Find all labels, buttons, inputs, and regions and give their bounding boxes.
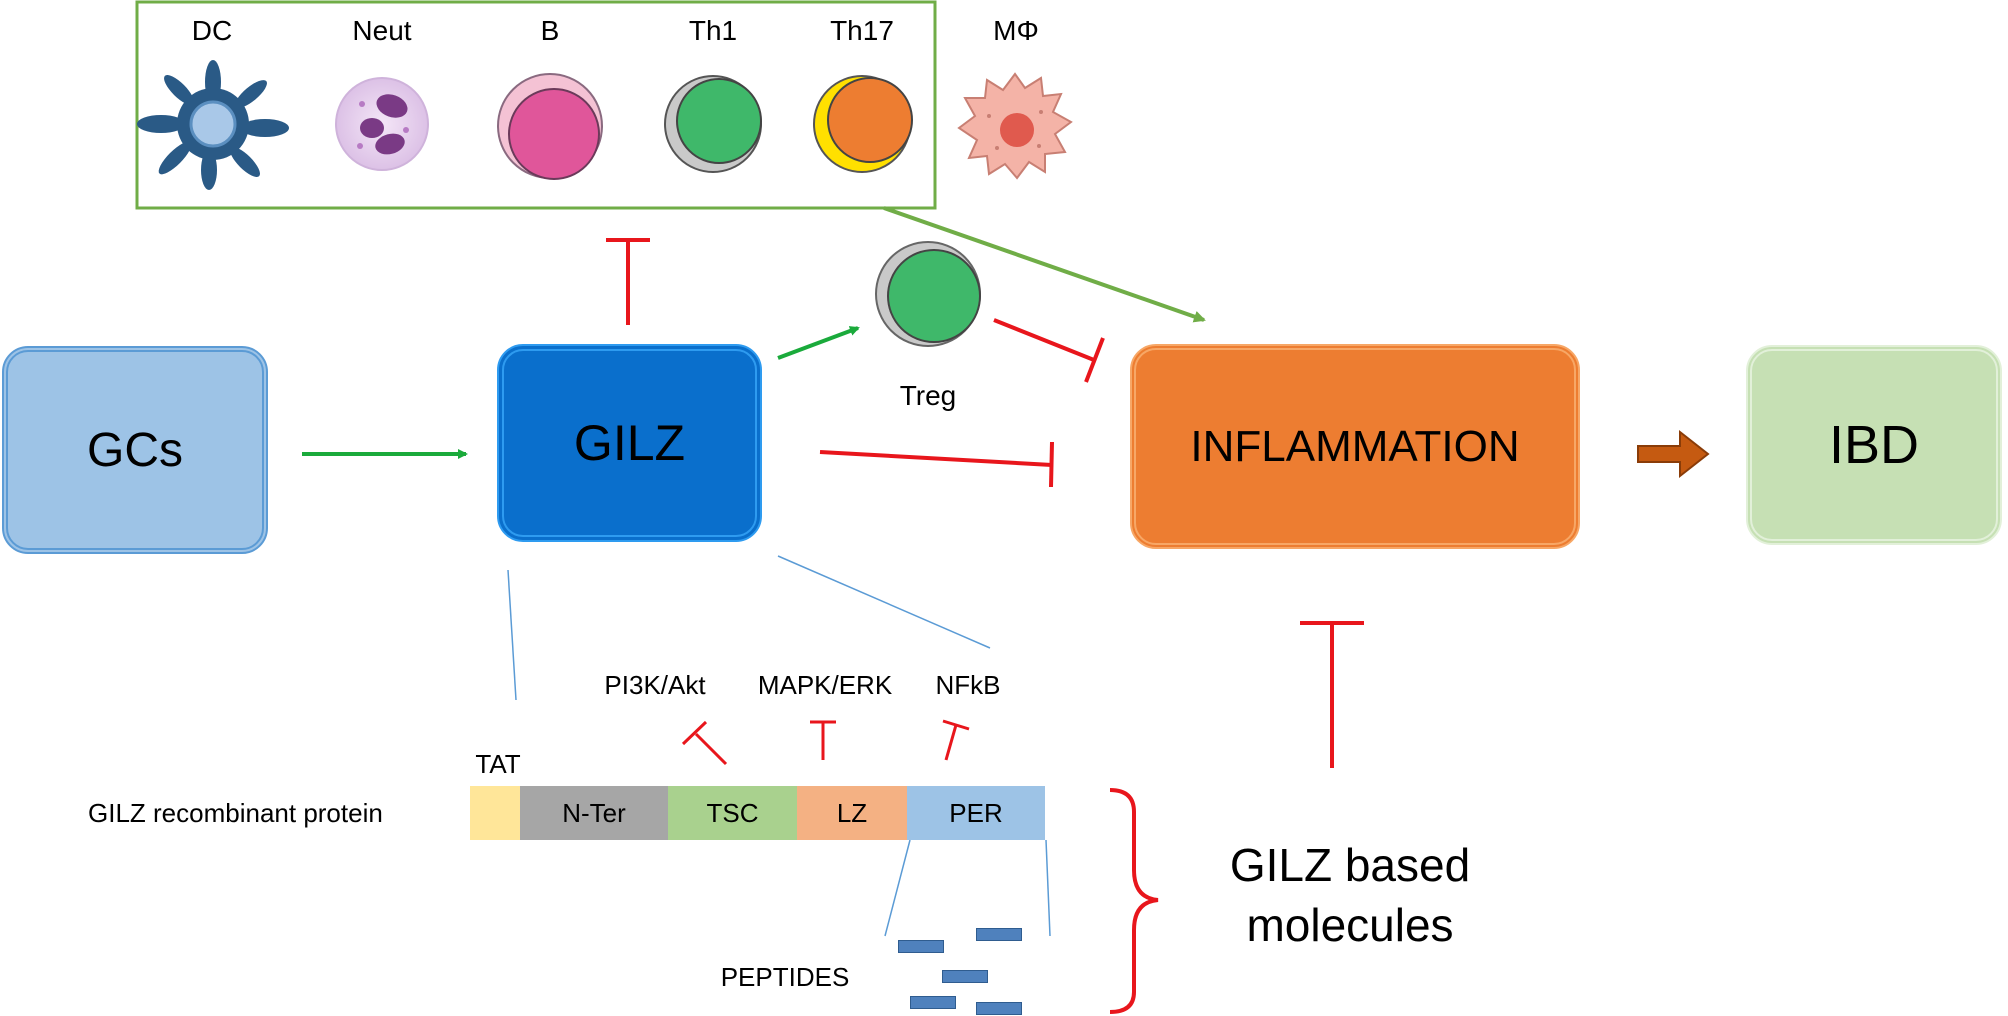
per-peptides-connector-right <box>1045 839 1051 937</box>
gilz-inhibits-inflammation <box>819 441 1054 488</box>
pathway-mapk-erk: MAPK/ERK <box>757 670 893 700</box>
cell-label-neut: Neut <box>352 15 412 46</box>
protein-segment-per: PER <box>907 786 1045 840</box>
inflammation-node: INFLAMMATION <box>1130 344 1580 549</box>
b-cell-icon <box>497 73 603 180</box>
protein-segment-tsc: TSC <box>668 786 797 840</box>
gilz-based-line1: GILZ based <box>1229 839 1471 891</box>
dendritic-cell-icon <box>137 60 289 190</box>
treg-cell-icon <box>875 241 981 347</box>
protein-tat-label: TAT <box>475 749 521 779</box>
gilz-protein-connector-left <box>507 569 517 701</box>
immune-cells-panel <box>135 0 937 210</box>
ibd-label: IBD <box>1828 415 1920 475</box>
neutrophil-icon <box>335 77 429 171</box>
protein-segment-lz: LZ <box>797 786 907 840</box>
per-peptides-connector-left <box>884 839 911 937</box>
cell-label-dc: DC <box>191 15 233 46</box>
treg-label: Treg <box>899 380 957 411</box>
peptide-bar <box>942 970 988 983</box>
peptides-label: PEPTIDES <box>720 962 850 992</box>
gilz-based-line2: molecules <box>1246 899 1454 951</box>
peptide-bar <box>976 1002 1022 1015</box>
pathway-nfkb: NFkB <box>935 670 1001 700</box>
gilz-node: GILZ <box>497 344 762 542</box>
gcs-node: GCs <box>2 346 268 554</box>
cells-to-inflammation-arrow <box>883 206 1206 323</box>
gilz-molecules-brace <box>1109 788 1159 1014</box>
gilz-protein-connector-right <box>777 555 991 649</box>
cell-label-th1: Th1 <box>688 15 738 46</box>
th1-cell-icon <box>664 75 762 173</box>
tsc-inhibits-pi3k <box>681 720 728 766</box>
per-inhibits-nfkb <box>942 719 970 761</box>
gilz-to-treg-arrow <box>777 326 860 360</box>
protein-segment-n-ter: N-Ter <box>520 786 668 840</box>
inflammation-label: INFLAMMATION <box>1190 421 1520 471</box>
gcs-label: GCs <box>87 423 183 477</box>
protein-segment-tat <box>470 786 520 840</box>
treg-inhibits-inflammation <box>993 318 1105 383</box>
cell-label-mphi: MΦ <box>993 15 1039 46</box>
cell-label-th17: Th17 <box>830 15 894 46</box>
lz-inhibits-mapk <box>810 720 836 760</box>
th17-cell-icon <box>813 75 913 173</box>
protein-label: GILZ recombinant protein <box>88 798 383 828</box>
gilz-inhibits-cells <box>606 238 650 325</box>
peptide-bar <box>898 940 944 953</box>
peptide-bar <box>976 928 1022 941</box>
inflammation-to-ibd-arrow <box>1637 429 1710 479</box>
pathway-pi3k-akt: PI3K/Akt <box>604 670 706 700</box>
macrophage-icon <box>957 72 1073 180</box>
peptide-bar <box>910 996 956 1009</box>
gilz-molecules-inhibit-inflammation <box>1300 621 1364 768</box>
gilz-label: GILZ <box>573 415 686 471</box>
ibd-node: IBD <box>1746 345 2002 545</box>
cell-label-b: B <box>540 15 560 46</box>
